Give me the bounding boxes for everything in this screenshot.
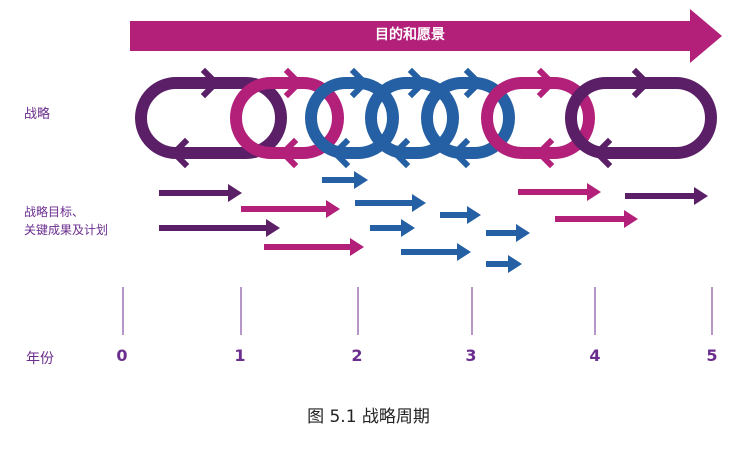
loop-direction-chevrons [169,67,652,169]
year-tick-2: 2 [351,346,363,365]
chevron-left-icon [390,137,411,169]
objective-arrow [555,210,638,228]
objective-arrow [625,187,708,205]
year-axis-label: 年份 [26,351,54,367]
objective-arrow [355,194,426,212]
objective-arrow [322,171,368,189]
objective-arrow [440,206,481,224]
chevron-right-icon [407,67,428,99]
chevron-left-icon [330,137,351,169]
chevron-right-icon [283,67,304,99]
objectives-row-label-line1: 战略目标、 [24,205,85,219]
objective-arrow [264,238,364,256]
chevron-left-icon [534,137,555,169]
strategy-loop-7 [565,77,717,159]
chevron-left-icon [592,137,613,169]
year-tick-5: 5 [706,346,718,365]
objectives-row-label-line2: 关键成果及计划 [24,223,109,237]
chevron-left-icon [450,137,471,169]
strategy-loops [135,77,717,159]
chevron-right-icon [463,67,484,99]
strategy-loop-3 [305,77,399,159]
objective-arrow [486,224,530,242]
year-tick-3: 3 [465,346,477,365]
objective-arrow [159,219,280,237]
chevron-left-icon [169,137,190,169]
objective-arrow [401,243,471,261]
objective-arrow [241,200,340,218]
year-tick-1: 1 [234,346,246,365]
objective-arrow [159,184,242,202]
year-tick-lines [122,287,713,335]
figure-caption: 图 5.1 战略周期 [307,407,430,427]
purpose-vision-banner-arrow [130,9,722,63]
objective-arrow [370,219,415,237]
strategy-loop-1 [135,77,287,159]
strategy-row-label: 战略 [24,107,51,122]
objective-arrow [486,255,522,273]
strategy-loop-5 [421,77,515,159]
chevron-right-icon [349,67,370,99]
strategy-loop-4 [365,77,459,159]
chevron-right-icon [536,67,557,99]
chevron-right-icon [200,67,221,99]
year-tick-0: 0 [116,346,128,365]
banner-label: 目的和愿景 [375,27,445,43]
chevron-right-icon [631,67,652,99]
chevron-left-icon [278,137,299,169]
objective-arrow [518,183,601,201]
objective-arrows [159,171,708,273]
year-tick-4: 4 [589,346,601,365]
